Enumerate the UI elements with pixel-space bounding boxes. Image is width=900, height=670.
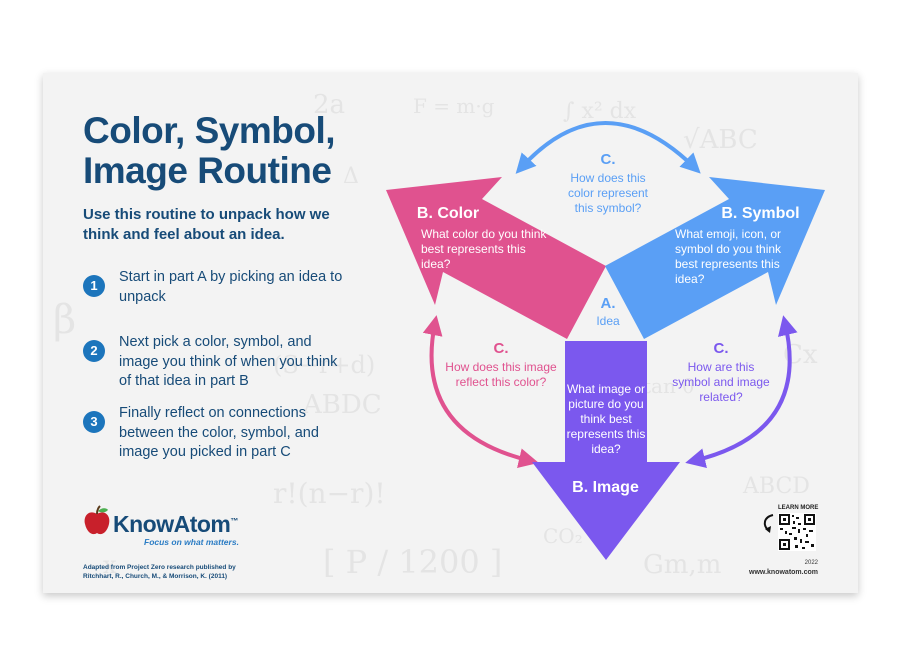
connection-label-top: C. How does this color represent this sy… (558, 151, 658, 216)
qr-code-icon[interactable] (778, 513, 816, 551)
svg-text:F = m·g: F = m·g (413, 94, 495, 118)
connection-question: How are this symbol and image related? (672, 360, 770, 404)
connection-letter: C. (713, 340, 729, 357)
svg-text:ABDC: ABDC (302, 390, 382, 420)
connector-color-symbol (515, 121, 701, 174)
connection-label-right: C. How are this symbol and image related… (671, 340, 771, 405)
svg-text:x: x (103, 551, 117, 579)
svg-text:∫ x² dx: ∫ x² dx (563, 99, 637, 124)
connector-symbol-image (685, 315, 798, 468)
step-number: 3 (83, 411, 105, 433)
routine-diagram (386, 121, 825, 560)
learn-more-block[interactable]: LEARN MORE (748, 505, 838, 565)
center-idea: A. Idea (583, 295, 633, 328)
color-arrow (386, 177, 606, 339)
math-background: 2a F = m·g ∫ x² dx √ABC Δ Σ β (S−r+d) AB… (53, 90, 818, 581)
svg-text:r!(n−r)!: r!(n−r)! (273, 477, 386, 510)
image-prompt: What image or picture do you think best … (566, 382, 646, 456)
connection-question: How does this color represent this symbo… (567, 171, 649, 215)
website-link[interactable]: www.knowatom.com (749, 569, 818, 576)
symbol-heading: B. Symbol (721, 205, 800, 222)
center-label: Idea (596, 314, 620, 328)
brand-tagline: Focus on what matters. (144, 537, 239, 547)
symbol-arrow (605, 177, 825, 339)
svg-text:Δ: Δ (343, 164, 359, 189)
connection-question: How does this image reflect this color? (445, 360, 557, 389)
connection-label-left: C. How does this image reflect this colo… (445, 340, 557, 390)
svg-text:2a: 2a (313, 90, 345, 120)
svg-text:Gm,m: Gm,m (643, 550, 721, 580)
page-title: Color, Symbol, Image Routine (83, 110, 336, 191)
connection-letter: C. (493, 340, 509, 357)
color-heading: B. Color (416, 205, 480, 222)
svg-text:CO₂: CO₂ (543, 524, 583, 548)
brand-name: KnowAtom™ (113, 511, 238, 538)
knowatom-logo[interactable]: KnowAtom™ Focus on what matters. (83, 503, 303, 548)
year: 2022 (804, 560, 818, 566)
center-letter: A. (600, 295, 616, 312)
curved-arrow-icon (763, 514, 774, 533)
connection-letter: C. (600, 151, 616, 168)
learn-more-label: LEARN MORE (778, 505, 819, 511)
step-number: 2 (83, 340, 105, 362)
svg-text:ABCD: ABCD (742, 474, 810, 499)
symbol-prompt: What emoji, icon, or symbol do you think… (675, 227, 782, 286)
step-number: 1 (83, 275, 105, 297)
apple-icon (84, 505, 110, 535)
title-line: Image Routine (83, 150, 332, 191)
trademark-mark: ™ (230, 516, 238, 526)
step-text: Finally reflect on connections between t… (119, 405, 319, 460)
title-line: Color, Symbol, (83, 110, 336, 151)
citation: Adapted from Project Zero research publi… (83, 563, 283, 581)
image-arrow (532, 341, 680, 560)
step-text: Next pick a color, symbol, and image you… (119, 334, 338, 389)
citation-line: Adapted from Project Zero research publi… (83, 564, 236, 571)
image-heading: B. Image (572, 479, 639, 496)
color-label: B. Color (398, 205, 498, 223)
svg-text:√ABC: √ABC (683, 125, 758, 155)
svg-text:[ P / 1200 ]: [ P / 1200 ] (323, 543, 502, 581)
brand-name-text: KnowAtom (113, 511, 231, 537)
symbol-label: B. Symbol (708, 205, 813, 223)
color-prompt: What color do you think best represents … (421, 227, 547, 271)
intro-text: Use this routine to unpack how we think … (83, 206, 330, 243)
connector-image-color (422, 315, 539, 468)
poster: 2a F = m·g ∫ x² dx √ABC Δ Σ β (S−r+d) AB… (43, 73, 858, 593)
citation-line: Ritchhart, R., Church, M., & Morrison, K… (83, 573, 228, 580)
step-text: Start in part A by picking an idea to un… (119, 269, 343, 305)
svg-text:β: β (53, 297, 76, 343)
svg-text:(S−r+d): (S−r+d) (273, 351, 375, 379)
